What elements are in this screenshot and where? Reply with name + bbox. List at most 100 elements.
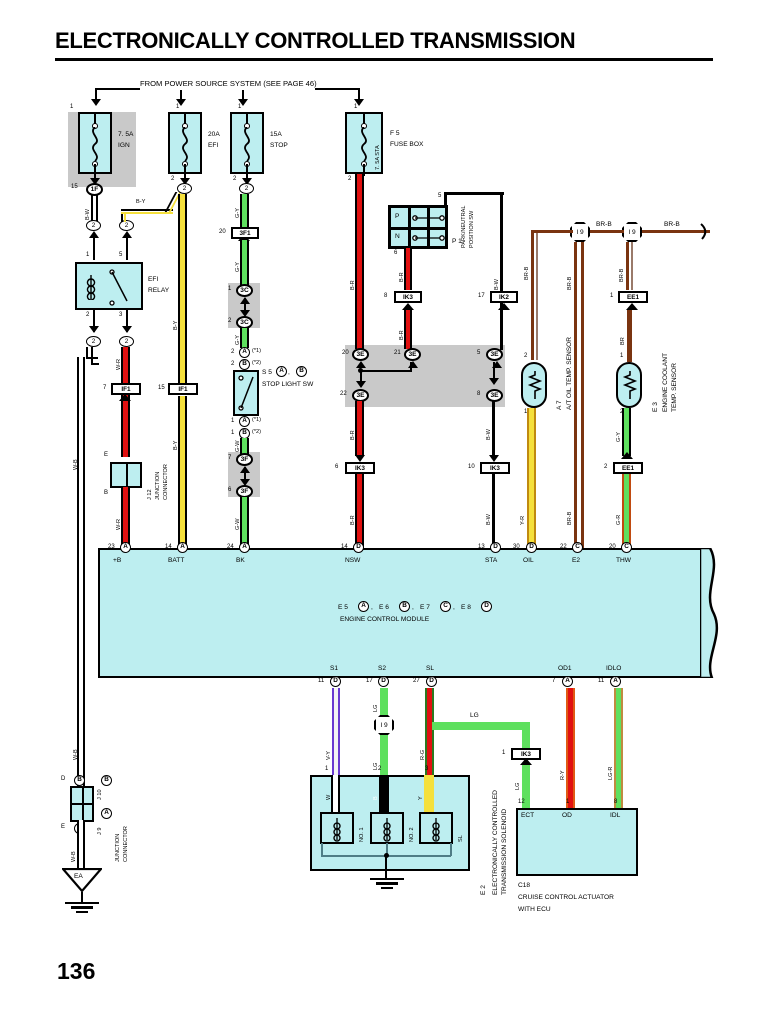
fuse-box-sta bbox=[345, 112, 383, 176]
solenoid-coil-1 bbox=[320, 812, 354, 844]
wire-br-core bbox=[357, 174, 362, 349]
wire-gw2-k2 bbox=[247, 497, 250, 549]
wire-relay3-out bbox=[126, 310, 128, 332]
ecm-term-pin-2: 24 bbox=[227, 544, 234, 550]
wire-br3-core bbox=[357, 401, 362, 456]
fuse-ign-name: IGN bbox=[118, 142, 130, 149]
wire-yr-k1 bbox=[527, 408, 530, 549]
wire-gw2-k1 bbox=[240, 497, 243, 549]
arrow-relay3-out bbox=[122, 326, 132, 333]
label-br-3: B-R bbox=[350, 515, 356, 525]
wire-lgr-k2 bbox=[621, 688, 624, 809]
ecm-bterm-pin-1: 17 bbox=[366, 678, 373, 684]
ecm-letter-a: A bbox=[358, 601, 369, 612]
terminal-efi-fuse-2: 2 bbox=[177, 183, 192, 194]
connector-ik3-8: IK3 bbox=[394, 291, 422, 303]
solenoid-label-1: ELECTRONICALLY CONTROLLED bbox=[492, 790, 499, 895]
wire-brb-l1 bbox=[531, 230, 573, 233]
wire-gy-core bbox=[242, 194, 247, 227]
ecm-bterm-letter-1: D bbox=[378, 676, 389, 687]
label-brb-1: BR-B bbox=[596, 221, 612, 228]
fuse-ign-rating: 7. 5A bbox=[118, 131, 134, 138]
ecm-term-letter-0: A bbox=[120, 542, 131, 553]
at-oil-id: A 7 bbox=[556, 400, 563, 410]
wire-gw-k2 bbox=[247, 438, 250, 456]
power-source-note: FROM POWER SOURCE SYSTEM (SEE PAGE 46) bbox=[140, 79, 317, 88]
thermistor-icon-2 bbox=[622, 371, 638, 399]
term-1f-pin: 15 bbox=[71, 184, 78, 190]
ecm-term-name-1: BATT bbox=[168, 557, 185, 564]
solenoid-pin-3: 3 bbox=[425, 766, 429, 772]
feed-drop-stop bbox=[242, 90, 244, 102]
ecm-bterm-name-1: S2 bbox=[378, 665, 387, 672]
stop-light-switch[interactable] bbox=[233, 370, 259, 416]
fusebox-pin-out: 2 bbox=[348, 176, 352, 182]
wire-by-v1k bbox=[121, 212, 124, 222]
ground-stem bbox=[81, 892, 84, 902]
wire-pnp6b-k1 bbox=[404, 310, 407, 349]
connector-ik3-6-pin: 6 bbox=[335, 464, 339, 470]
feed-drop-left bbox=[95, 88, 97, 102]
ecm-id-4: E 8 bbox=[461, 604, 471, 611]
fuse-element-icon-4 bbox=[361, 127, 367, 161]
park-neutral-position-switch[interactable]: P N bbox=[388, 205, 448, 249]
stop-sw-note2-bot: (*2) bbox=[252, 429, 262, 435]
pnp-contact-p-icon bbox=[412, 215, 445, 221]
solenoid-coil-label-1: NO. 1 bbox=[359, 827, 365, 842]
arrow-ik3-6 bbox=[355, 455, 365, 462]
cruise-id: C18 bbox=[518, 882, 531, 889]
connector-3c-2-pin: 2 bbox=[228, 318, 232, 324]
arrow-relay-5 bbox=[122, 231, 132, 238]
arrow-3f-dn bbox=[240, 479, 250, 486]
label-lg-1: LG bbox=[373, 704, 379, 712]
feed-line-left bbox=[95, 88, 140, 90]
solenoid-coil-label-3: SL bbox=[458, 835, 464, 842]
wire-wr2-k1 bbox=[121, 487, 124, 549]
ecm-letter-d: D bbox=[481, 601, 492, 612]
j12-label-2: CONNECTOR bbox=[163, 464, 169, 500]
wire-wb-j4 bbox=[91, 363, 99, 365]
connector-3f1-pin: 20 bbox=[219, 229, 226, 235]
connector-3f-6-pin: 6 bbox=[228, 487, 232, 493]
pnp-row-p: P bbox=[395, 213, 400, 220]
connector-ee1-1: EE1 bbox=[618, 291, 648, 303]
arrow-3e-5 bbox=[492, 361, 502, 368]
label-gr: G-R bbox=[616, 514, 622, 525]
sol-wire-w: W bbox=[326, 794, 332, 800]
ecm-label: ENGINE CONTROL MODULE bbox=[340, 616, 430, 623]
connector-3f-7-pin: 7 bbox=[228, 455, 232, 461]
wire-3f-link bbox=[244, 467, 246, 481]
connector-3e-22-pin: 22 bbox=[340, 391, 347, 397]
coil-icon-1 bbox=[333, 818, 341, 842]
fusebox-rating: 7. 5A STA bbox=[375, 145, 381, 170]
ecm-term-letter-3: D bbox=[353, 542, 364, 553]
oct1-label: I 9 bbox=[576, 229, 584, 236]
pnp-pin-6: 6 bbox=[394, 250, 398, 256]
wire-br4-k1 bbox=[355, 474, 358, 549]
ect-label-2: TEMP. SENSOR bbox=[671, 363, 678, 412]
shade-3e bbox=[345, 345, 505, 407]
fuse-efi-pin-in: 1 bbox=[176, 104, 180, 110]
wire-gr-k1 bbox=[622, 474, 625, 549]
wire-bw-a bbox=[91, 195, 93, 222]
label-gy-1: G-Y bbox=[235, 208, 241, 218]
label-br-pnp2: B-R bbox=[399, 330, 405, 340]
ecm-torn-edge bbox=[700, 548, 719, 678]
wire-gr-core bbox=[624, 474, 629, 549]
wire-brb-mid bbox=[590, 230, 624, 234]
fuse-efi-name: EFI bbox=[208, 142, 219, 149]
thermistor-icon bbox=[527, 371, 543, 399]
ecm-bterm-name-4: IDLO bbox=[606, 665, 622, 672]
wire-brb-right bbox=[642, 230, 710, 234]
pnp-id: P 1 bbox=[452, 238, 462, 245]
wire-br4-core bbox=[357, 474, 362, 549]
label-bw-1: B-W bbox=[85, 209, 91, 220]
cruise-term-ect: ECT bbox=[521, 812, 535, 819]
wire-by-k1 bbox=[178, 194, 181, 384]
pnp-label-1: PARK/NEUTRAL bbox=[461, 205, 467, 248]
wire-lg-branch-h bbox=[432, 722, 530, 730]
label-gy-ect: G-Y bbox=[616, 432, 622, 442]
sol-wire-b: B bbox=[373, 796, 379, 800]
stop-sw-note2-top: (*2) bbox=[252, 360, 262, 366]
solenoid-pin-1: 1 bbox=[325, 766, 329, 772]
